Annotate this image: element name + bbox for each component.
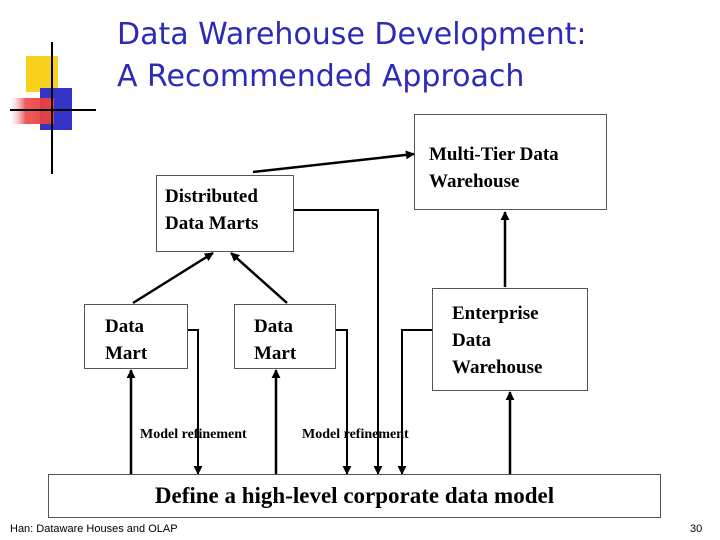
edge-refinement-datamart1 — [188, 329, 203, 475]
corporate-data-model-box: Define a high-level corporate data model — [48, 474, 661, 518]
multi-tier-line2: Warehouse — [429, 171, 520, 192]
distributed-line2: Data Marts — [165, 213, 259, 234]
distributed-data-marts-box: Distributed Data Marts — [156, 175, 294, 252]
footer-source: Han: Dataware Houses and OLAP — [10, 523, 178, 535]
enterprise-line2: Data — [452, 330, 492, 351]
edge-refinement-enterprise — [397, 329, 432, 475]
model-refinement-label-2: Model refinement — [302, 427, 409, 442]
data-mart-2-line2: Mart — [254, 343, 297, 364]
slide-title: Data Warehouse Development: A Recommende… — [117, 14, 707, 98]
data-mart-2-box: Data Mart — [234, 304, 336, 369]
edge-datamart2-to-distributed — [230, 252, 288, 304]
data-mart-1-line1: Data — [105, 316, 145, 337]
data-mart-1-box: Data Mart — [84, 304, 188, 369]
edge-refinement-distributed — [294, 209, 383, 475]
enterprise-warehouse-box: Enterprise Data Warehouse — [432, 288, 588, 391]
edge-refinement-datamart2 — [336, 329, 352, 475]
multi-tier-warehouse-box: Multi-Tier Data Warehouse — [414, 114, 607, 210]
distributed-line1: Distributed — [165, 186, 258, 207]
multi-tier-line1: Multi-Tier Data — [429, 144, 559, 165]
edge-distributed-to-multitier — [252, 150, 415, 174]
enterprise-line3: Warehouse — [452, 357, 543, 378]
slide-title-line2: A Recommended Approach — [117, 59, 525, 94]
slide-logo-icon — [10, 42, 96, 174]
data-mart-2-line1: Data — [254, 316, 294, 337]
footer-page-number: 30 — [690, 523, 703, 535]
data-mart-1-line2: Mart — [105, 343, 148, 364]
model-refinement-label-1: Model refinement — [140, 427, 247, 442]
corporate-data-model-label: Define a high-level corporate data model — [154, 483, 555, 508]
edge-datamart1-to-distributed — [132, 251, 214, 305]
enterprise-line1: Enterprise — [452, 303, 539, 324]
slide-title-line1: Data Warehouse Development: — [117, 17, 587, 52]
